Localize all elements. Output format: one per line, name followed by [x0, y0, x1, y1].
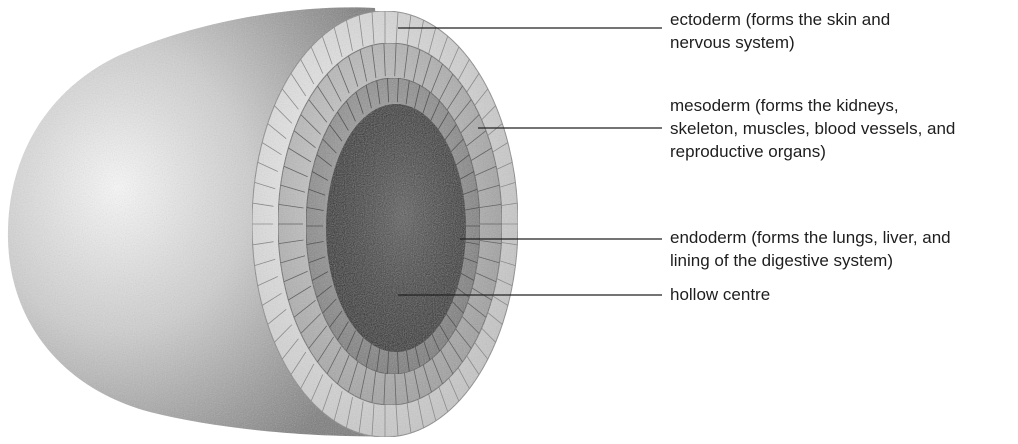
- label-ectoderm: ectoderm (forms the skin and nervous sys…: [670, 8, 890, 54]
- label-mesoderm: mesoderm (forms the kidneys, skeleton, m…: [670, 94, 955, 163]
- label-ectoderm-line1: ectoderm (forms the skin and: [670, 8, 890, 31]
- label-ectoderm-line2: nervous system): [670, 31, 890, 54]
- label-endoderm: endoderm (forms the lungs, liver, and li…: [670, 226, 951, 272]
- label-mesoderm-line2: skeleton, muscles, blood vessels, and: [670, 117, 955, 140]
- hollow-centre: [326, 104, 466, 352]
- label-mesoderm-line1: mesoderm (forms the kidneys,: [670, 94, 955, 117]
- label-hollow-centre-line1: hollow centre: [670, 283, 770, 306]
- label-endoderm-line1: endoderm (forms the lungs, liver, and: [670, 226, 951, 249]
- label-mesoderm-line3: reproductive organs): [670, 140, 955, 163]
- label-hollow-centre: hollow centre: [670, 283, 770, 306]
- label-endoderm-line2: lining of the digestive system): [670, 249, 951, 272]
